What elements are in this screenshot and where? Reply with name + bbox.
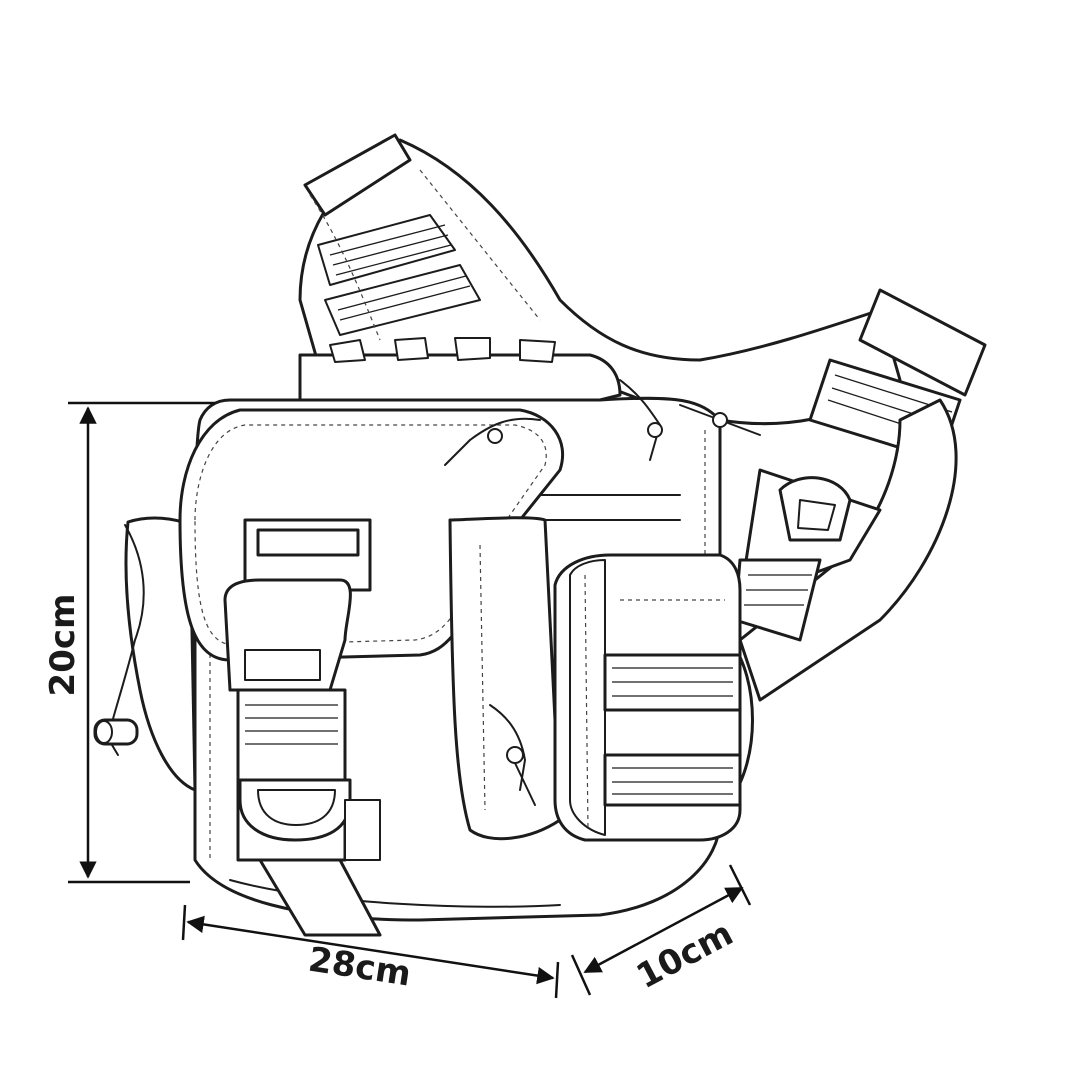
depth-extension-left <box>570 954 592 996</box>
width-extension-right <box>554 961 560 999</box>
height-label: 20cm <box>43 594 83 697</box>
depth-extension-right <box>728 864 752 906</box>
depth-label: 10cm <box>630 913 740 997</box>
zipper-pull-icon <box>444 417 541 466</box>
width-label: 28cm <box>306 940 414 995</box>
depth-arrow <box>583 886 744 974</box>
width-extension-left <box>181 904 187 941</box>
side-pouch <box>553 553 742 842</box>
zipper-pull-icon <box>506 746 524 764</box>
mesh-pocket <box>93 516 197 792</box>
height-dimension: 20cm <box>43 401 215 884</box>
side-buckle-icon <box>778 476 852 542</box>
zipper-pull-icon <box>619 379 761 461</box>
center-pocket <box>448 516 562 841</box>
side-strap <box>713 288 987 802</box>
width-arrow <box>186 915 555 985</box>
bag-illustration <box>93 133 987 937</box>
front-buckle-strap <box>223 518 382 937</box>
shoulder-strap <box>298 133 902 426</box>
